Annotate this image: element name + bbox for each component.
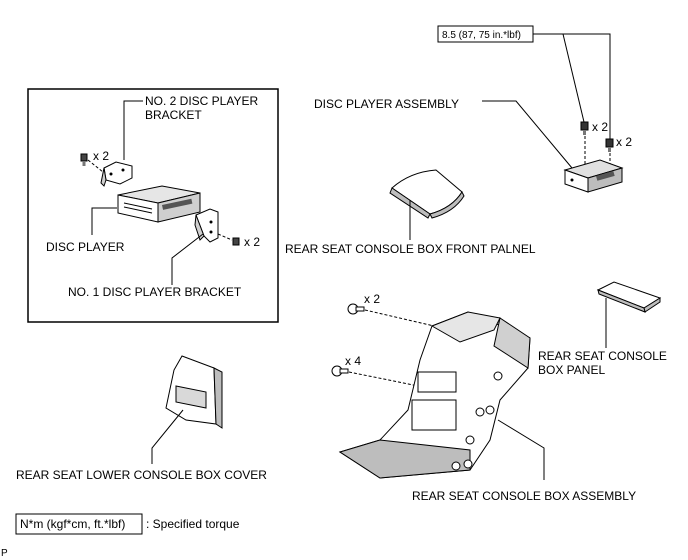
torque-value: 8.5 (87, 75 in.*lbf) (442, 30, 521, 41)
console-box-assembly-part (338, 311, 531, 479)
disc-player-leader (91, 207, 117, 235)
no1-bracket-leader (171, 233, 204, 285)
torque-leader (533, 33, 611, 140)
lower-cover-label: REAR SEAT LOWER CONSOLE BOX COVER (16, 468, 267, 482)
disc-player-label: DISC PLAYER (46, 240, 125, 254)
console-lower-bolt-icon (331, 365, 349, 377)
corner-mark: P (1, 548, 8, 559)
console-box-panel-part (596, 281, 662, 313)
disc-player (117, 185, 201, 223)
front-panel-part (389, 169, 465, 219)
no2-bracket-label-line2: BRACKET (145, 108, 202, 122)
console-box-assembly-label: REAR SEAT CONSOLE BOX ASSEMBLY (412, 489, 636, 503)
console-box-assembly-leader (497, 419, 545, 480)
console-box-panel-label-line2: BOX PANEL (538, 363, 605, 377)
no1-disc-player-bracket (194, 208, 219, 243)
disc-player-assembly (563, 159, 624, 193)
inset-left-screw-qty: x 2 (93, 149, 109, 163)
inset-right-screw-qty: x 2 (244, 235, 260, 249)
no2-bracket-label-line1: NO. 2 DISC PLAYER (145, 94, 258, 108)
assembly-left-screw-qty: x 2 (592, 120, 608, 134)
assembly-right-screw-icon (605, 138, 614, 152)
no2-disc-player-bracket (100, 161, 133, 187)
console-upper-bolt-icon (347, 303, 365, 315)
inset-right-screw-icon (232, 237, 240, 246)
lower-console-box-cover-part (165, 355, 223, 429)
console-box-panel-label-line1: REAR SEAT CONSOLE (538, 349, 667, 363)
no1-bracket-label: NO. 1 DISC PLAYER BRACKET (68, 285, 242, 299)
no2-bracket-leader (123, 100, 143, 160)
assembly-right-screw-qty: x 2 (616, 135, 632, 149)
torque-legend-unit: N*m (kgf*cm, ft.*lbf) (20, 517, 125, 531)
torque-legend-text: : Specified torque (146, 517, 240, 531)
disc-player-assembly-label: DISC PLAYER ASSEMBLY (314, 97, 459, 111)
assembly-left-screw-icon (580, 121, 589, 135)
torque-legend-box (15, 513, 143, 535)
console-lower-bolt-qty: x 4 (345, 354, 361, 368)
console-upper-bolt-qty: x 2 (364, 292, 380, 306)
disc-player-assembly-leader (482, 100, 573, 169)
lower-cover-leader (151, 409, 184, 464)
inset-frame (27, 88, 279, 323)
inset-left-screw-icon (80, 153, 88, 166)
front-panel-label: REAR SEAT CONSOLE BOX FRONT PALNEL (285, 242, 536, 256)
